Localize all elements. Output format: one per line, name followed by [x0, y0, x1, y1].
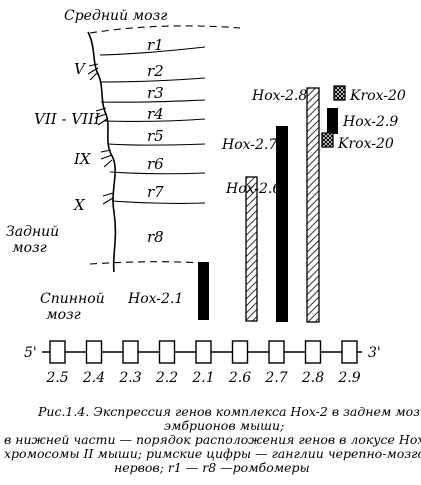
- gene-box: [85, 340, 103, 364]
- rhombomere-boundary: [100, 99, 206, 103]
- rhombomere-label: r4: [147, 105, 164, 123]
- three-prime-label: 3': [368, 345, 381, 361]
- gene-box: [158, 340, 176, 364]
- ganglion-label: X: [73, 196, 86, 214]
- rhombomere-label: r8: [147, 228, 164, 246]
- gene-box: [341, 340, 358, 364]
- gene-label: 2.2: [155, 370, 178, 386]
- rhombomere-boundary: [103, 118, 206, 122]
- rhombomere-label: r3: [147, 84, 164, 102]
- hox2-locus-map: 5' 3' 2.5 2.4 2.3 2.2 2.1 2.6 2.7 2.8 2.9: [24, 340, 381, 386]
- expression-bars: Hox-2.1 Hox-2.6 Hox-2.7 Hox-2.8 Krox-20 …: [127, 85, 406, 323]
- hox-2-6-bar: [245, 176, 258, 322]
- gene-box: [304, 340, 322, 364]
- hindbrain-label-line1: Задний: [6, 224, 59, 240]
- caption-line: Рис.1.4. Экспрессия генов комплекса Hox-…: [37, 404, 421, 419]
- krox-20-upper-label: Krox-20: [349, 88, 406, 104]
- caption-line: в нижней части — порядок расположения ге…: [4, 432, 421, 447]
- hox-2-8-label: Hox-2.8: [251, 88, 307, 104]
- gene-box: [122, 340, 139, 364]
- hox-2-1-label: Hox-2.1: [127, 291, 183, 307]
- rhombomere-boundary: [99, 46, 206, 56]
- midbrain-boundary: [89, 25, 241, 34]
- neural-tube: Средний мозг Задний мозг Спинной мозг r1…: [6, 8, 241, 323]
- rhombomere-boundary: [99, 77, 206, 83]
- gene-label: 2.6: [228, 370, 251, 386]
- hox-2-7-bar: [276, 126, 288, 322]
- ganglion-label: VII - VIII: [34, 110, 101, 128]
- neural-tube-outline: [87, 31, 117, 273]
- gene-label: 2.3: [118, 370, 141, 386]
- figure-caption: Рис.1.4. Экспрессия генов комплекса Hox-…: [4, 404, 421, 475]
- rhombomere-boundary: [107, 143, 206, 146]
- caption-line: эмбрионов мыши;: [164, 418, 284, 433]
- gene-box: [195, 340, 212, 364]
- hox-2-9-label: Hox-2.9: [342, 114, 398, 130]
- hox-2-8-bar: [306, 87, 320, 323]
- krox-20-lower-bar: [321, 132, 334, 148]
- ganglion-label: V: [74, 60, 87, 78]
- hindbrain-boundary: [89, 261, 206, 265]
- spinal-cord-label-line2: мозг: [46, 307, 81, 323]
- gene-label: 2.1: [191, 370, 214, 386]
- gene-label: 2.4: [82, 370, 105, 386]
- ganglion-label: IX: [73, 150, 92, 168]
- gene-label: 2.5: [45, 370, 68, 386]
- brain-labels: Средний мозг Задний мозг Спинной мозг: [6, 8, 167, 323]
- krox-20-lower-label: Krox-20: [337, 136, 394, 152]
- rhombomere-boundary: [111, 200, 206, 204]
- rhombomere-label: r5: [147, 127, 164, 145]
- caption-line: хромосомы II мыши; римские цифры — гангл…: [4, 446, 421, 461]
- rhombomere-label: r2: [147, 62, 164, 80]
- hox-2-9-bar: [327, 108, 338, 134]
- gene-label: 2.7: [264, 370, 287, 386]
- five-prime-label: 5': [24, 345, 37, 361]
- rhombomere-labels: r1 r2 r3 r4 r5 r6 r7 r8: [147, 36, 164, 246]
- rhombomere-label: r7: [147, 183, 164, 201]
- gene-box: [268, 340, 285, 364]
- gene-label: 2.8: [301, 370, 324, 386]
- hox-2-7-label: Hox-2.7: [221, 137, 277, 153]
- hox-2-6-label: Hox-2.6: [225, 181, 281, 197]
- ganglion-ticks: [87, 63, 114, 205]
- caption-line: нервов; r1 — r8 —ромбомеры: [114, 460, 310, 475]
- hindbrain-label-line2: мозг: [12, 240, 47, 256]
- krox-20-upper-bar: [333, 85, 346, 101]
- gene-label: 2.9: [337, 370, 360, 386]
- rhombomere-boundary: [109, 171, 206, 175]
- midbrain-label: Средний мозг: [64, 8, 167, 24]
- gene-box: [231, 340, 249, 364]
- gene-box: [49, 340, 66, 364]
- rhombomere-label: r1: [147, 36, 164, 54]
- hox-2-1-bar: [198, 262, 209, 320]
- spinal-cord-label-line1: Спинной: [40, 291, 105, 307]
- ganglion-labels: V VII - VIII IX X: [34, 60, 101, 214]
- rhombomere-label: r6: [147, 155, 164, 173]
